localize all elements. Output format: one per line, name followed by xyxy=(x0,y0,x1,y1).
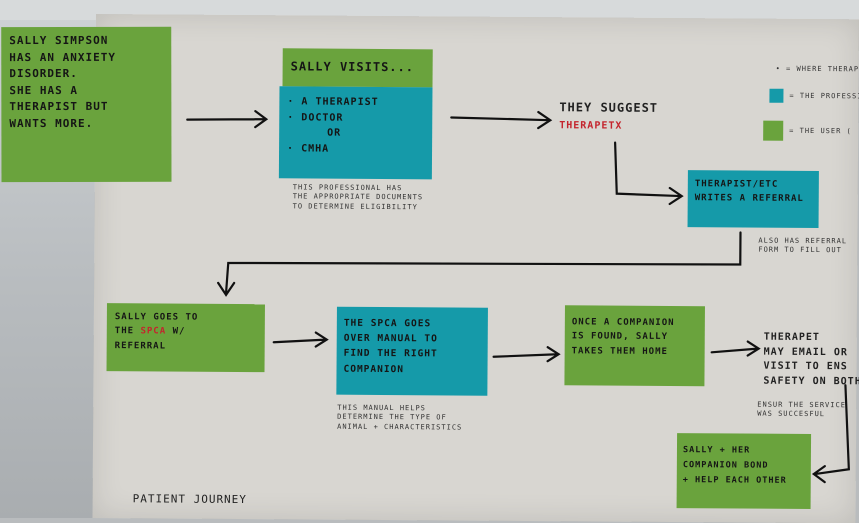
therapet-text: Therapet may email or visit to ens safet… xyxy=(763,331,859,390)
arrow-spca-to-manual xyxy=(272,331,329,348)
note-line: Sally visits... xyxy=(290,59,415,75)
note-line: · CMHA xyxy=(287,142,330,155)
note-line: has an anxiety xyxy=(9,50,117,64)
manual-caption: This manual helps determine the type of … xyxy=(337,404,462,433)
therapet-caption: Ensur the service was succesful xyxy=(757,401,846,420)
arrow-companion-to-therapet xyxy=(710,340,761,357)
caption-line: was succesful xyxy=(757,410,826,419)
note-line: She has a xyxy=(9,83,78,97)
note-line: + help each other xyxy=(682,474,787,486)
note-line: Sally + her xyxy=(682,445,751,456)
caption-line: form to fill out xyxy=(758,246,842,255)
arrow-therapet-to-bond xyxy=(811,384,850,484)
spca-label: SPCA xyxy=(140,326,167,337)
arrow-visits-to-suggest xyxy=(450,110,553,130)
note-line: takes them home xyxy=(571,346,668,357)
journey-poster: Sally Simpson has an anxiety disorder. S… xyxy=(1,14,859,523)
note-line: the SPCA w/ xyxy=(115,325,257,340)
note-line: disorder. xyxy=(9,66,78,81)
therapet-line: safety on both xyxy=(763,375,859,387)
caption-line: animal + characteristics xyxy=(337,422,463,432)
note-line: companion xyxy=(343,363,405,375)
note-line: is found, Sally xyxy=(571,331,669,343)
note-line: wants more. xyxy=(9,116,94,130)
referral-caption: Also has referral form to fill out xyxy=(758,237,847,256)
visits-caption: This professional has the appropriate do… xyxy=(293,183,424,212)
arrow-referral-to-spca xyxy=(217,231,742,297)
note-text: the xyxy=(114,326,141,337)
legend-green-label: = the user ( xyxy=(789,126,852,136)
note-text: w/ xyxy=(166,326,186,338)
note-line: The SPCA goes xyxy=(343,317,432,330)
note-line: companion bond xyxy=(682,459,769,471)
arrow-manual-to-companion xyxy=(492,346,561,363)
sticky-note-manual: The SPCA goes over manual to find the ri… xyxy=(336,306,488,396)
note-line: writes a referral xyxy=(694,192,804,204)
note-line: or xyxy=(327,127,342,139)
note-line: referral xyxy=(114,340,167,352)
note-line: Sally goes to xyxy=(114,312,199,323)
note-line: over manual to xyxy=(343,332,438,345)
arrow-intro-to-visits xyxy=(186,110,269,129)
note-line: · A therapist xyxy=(287,96,379,108)
therapet-line: may email or xyxy=(763,346,848,358)
sticky-note-bond: Sally + her companion bond + help each o… xyxy=(676,433,812,510)
arrow-suggest-to-referral xyxy=(614,141,684,206)
note-line: Once a companion xyxy=(571,317,675,329)
legend-teal-swatch xyxy=(769,88,784,103)
sticky-note-spca: Sally goes to the SPCA w/ referral xyxy=(106,303,265,373)
sticky-note-intro: Sally Simpson has an anxiety disorder. S… xyxy=(1,26,172,183)
legend-dot-label: • = where therapet xyxy=(775,64,859,74)
sticky-note-visits-header: Sally visits... xyxy=(282,48,433,88)
suggest-text: They suggest TherapetX xyxy=(559,97,658,135)
therapet-line: visit to ens xyxy=(763,360,848,373)
therapetx-label: TherapetX xyxy=(559,120,623,133)
therapet-line: Therapet xyxy=(763,331,820,344)
caption-line: to determine eligibility xyxy=(292,202,418,212)
legend-teal-label: = the profession xyxy=(789,91,859,101)
legend-green-swatch xyxy=(763,120,784,141)
sticky-note-referral: Therapist/etc writes a referral xyxy=(687,170,819,229)
journey-arrows xyxy=(186,110,850,484)
suggest-line: They suggest xyxy=(559,100,659,115)
note-line: find the right xyxy=(343,348,438,360)
note-line: Sally Simpson xyxy=(9,33,109,48)
note-line: therapist but xyxy=(9,99,109,114)
patient-journey-label: Patient Journey xyxy=(132,492,248,507)
note-line: Therapist/etc xyxy=(694,179,779,190)
note-line: · Doctor xyxy=(287,111,344,124)
sticky-note-companion: Once a companion is found, Sally takes t… xyxy=(564,305,705,387)
sticky-note-visits-options: · A therapist · Doctor or · CMHA xyxy=(278,86,433,180)
